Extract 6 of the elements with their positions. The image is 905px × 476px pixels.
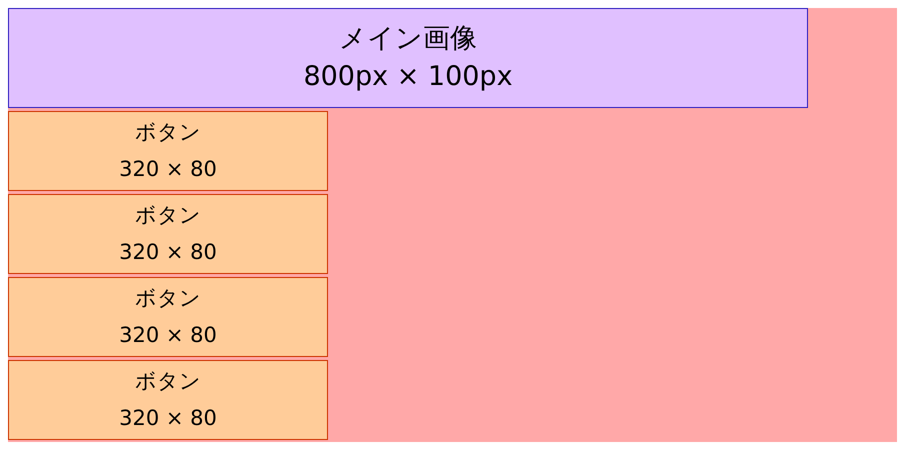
button-box: ボタン 320 × 80 bbox=[8, 360, 328, 440]
image-box: メイン画像 800px × 100px bbox=[8, 8, 808, 108]
button-box: ボタン 320 × 80 bbox=[8, 194, 328, 274]
button-box: ボタン 320 × 80 bbox=[8, 277, 328, 357]
screen-area bbox=[8, 8, 897, 442]
button-box: ボタン 320 × 80 bbox=[8, 111, 328, 191]
